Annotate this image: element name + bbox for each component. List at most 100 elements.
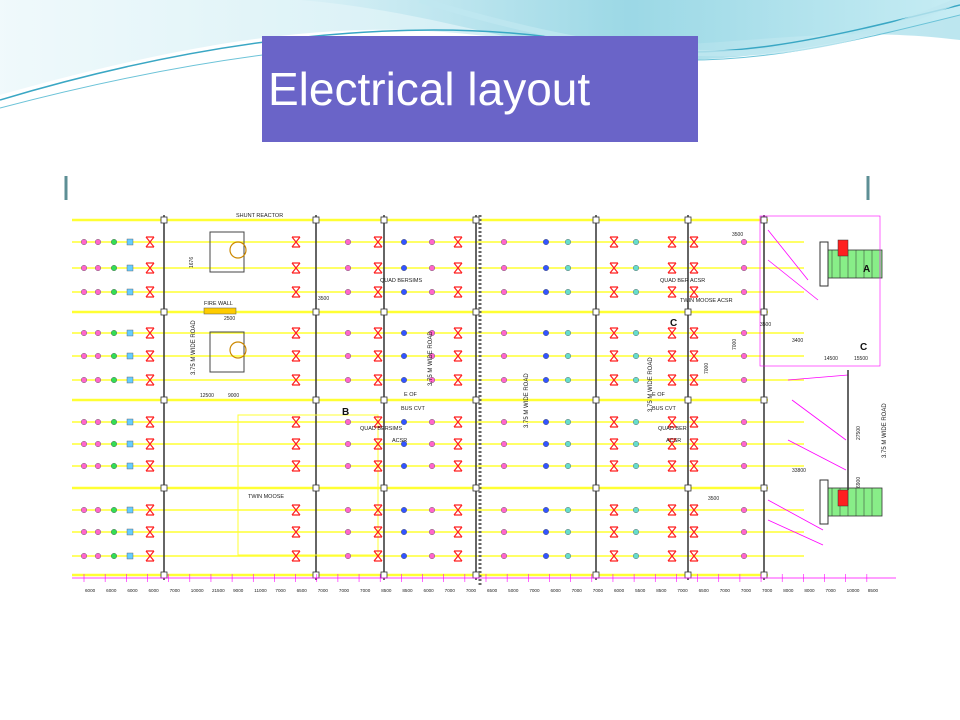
equipment-node [81,463,88,470]
equipment-node [543,418,550,425]
bay-gantry [380,216,388,224]
equipment-node [543,329,550,336]
breaker-symbol [145,550,155,562]
breaker-symbol [291,460,301,472]
dimension-line [791,399,847,441]
equipment-node [429,529,436,536]
breaker-symbol [373,550,383,562]
equipment-node [633,376,640,383]
equipment-node [741,418,748,425]
breaker-symbol [291,416,301,428]
dimension-line [767,499,824,531]
equipment-node [741,376,748,383]
breaker-symbol [609,286,619,298]
twin-moose-area [237,414,379,556]
breaker-symbol [453,374,463,386]
breaker-symbol [453,460,463,472]
breaker-symbol [291,438,301,450]
bottom-dimension-value: 6500 [699,588,710,593]
equipment-node [401,463,408,470]
equipment-node [95,529,102,536]
equipment-node [401,329,408,336]
bottom-dimension-value: 8500 [868,588,879,593]
label-quad-ber-2: ACSR [666,438,681,444]
breaker-symbol [145,504,155,516]
breaker-symbol [291,327,301,339]
header-wave-decoration [0,0,960,109]
equipment-node [565,329,572,336]
equipment-node [543,376,550,383]
bottom-dimension-value: 6000 [614,588,625,593]
breaker-symbol [373,286,383,298]
transformer-block [827,249,883,279]
bottom-dimension-value: 7000 [741,588,752,593]
bay-gantry [380,484,388,492]
equipment-node [565,440,572,447]
breaker-symbol [609,460,619,472]
bottom-dimension-value: 8500 [381,588,392,593]
breaker-symbol [667,327,677,339]
equipment-node [565,529,572,536]
label-bus-cvt-1a: E OF [404,392,417,398]
label-quad-ber-acsr: QUAD BER ACSR [660,278,705,284]
dimension-line [787,439,847,471]
bottom-dimension-value: 6000 [424,588,435,593]
bottom-dimension-value: 8500 [402,588,413,593]
equipment-node [126,418,134,426]
equipment-node [501,529,508,536]
bottom-dimension-value: 10000 [847,588,860,593]
bay-gantry [380,571,388,579]
dim-right-4: 33800 [792,468,806,474]
dim-left-7: 2500 [224,316,235,322]
breaker-symbol [373,262,383,274]
equipment-node [401,352,408,359]
shunt-reactor [209,331,245,373]
equipment-node [633,352,640,359]
bottom-dimension-value: 7000 [720,588,731,593]
breaker-symbol [667,460,677,472]
dim-left-5: 3500 [708,496,719,502]
breaker-symbol [453,504,463,516]
dim-right-9: 3400 [792,338,803,344]
equipment-node [81,264,88,271]
breaker-symbol [291,550,301,562]
bay-gantry [160,571,168,579]
dim-left-2: 9000 [228,393,239,399]
equipment-node [565,239,572,246]
equipment-node [81,507,88,514]
breaker-symbol [373,416,383,428]
bay-gantry [312,216,320,224]
equipment-node [741,288,748,295]
equipment-node [501,288,508,295]
breaker-symbol [373,526,383,538]
equipment-node [741,440,748,447]
bay-structures [160,215,768,585]
equipment-node [81,239,88,246]
equipment-node [345,553,352,560]
equipment-node [401,418,408,425]
bay-gantry [380,396,388,404]
bay-gantry [684,396,692,404]
label-fire-wall: FIRE WALL [204,301,233,307]
equipment-node [633,529,640,536]
bay-gantry [592,571,600,579]
breaker-symbol [453,350,463,362]
bay-gantry [760,396,768,404]
equipment-node [565,418,572,425]
equipment-node [126,440,134,448]
dim-left-4: 1676 [189,257,195,268]
bottom-dimension-value: 6500 [297,588,308,593]
road-label-1: 3.75 M WIDE ROAD [191,320,197,375]
equipment-node [95,288,102,295]
breaker-symbol [453,236,463,248]
breaker-symbol [453,286,463,298]
equipment-node [111,239,118,246]
equipment-node [95,352,102,359]
equipment-node [501,463,508,470]
equipment-node [111,440,118,447]
breaker-symbol [145,438,155,450]
bottom-dimension-value: 7000 [593,588,604,593]
equipment-node [345,529,352,536]
fire-wall [203,307,237,315]
equipment-node [345,440,352,447]
